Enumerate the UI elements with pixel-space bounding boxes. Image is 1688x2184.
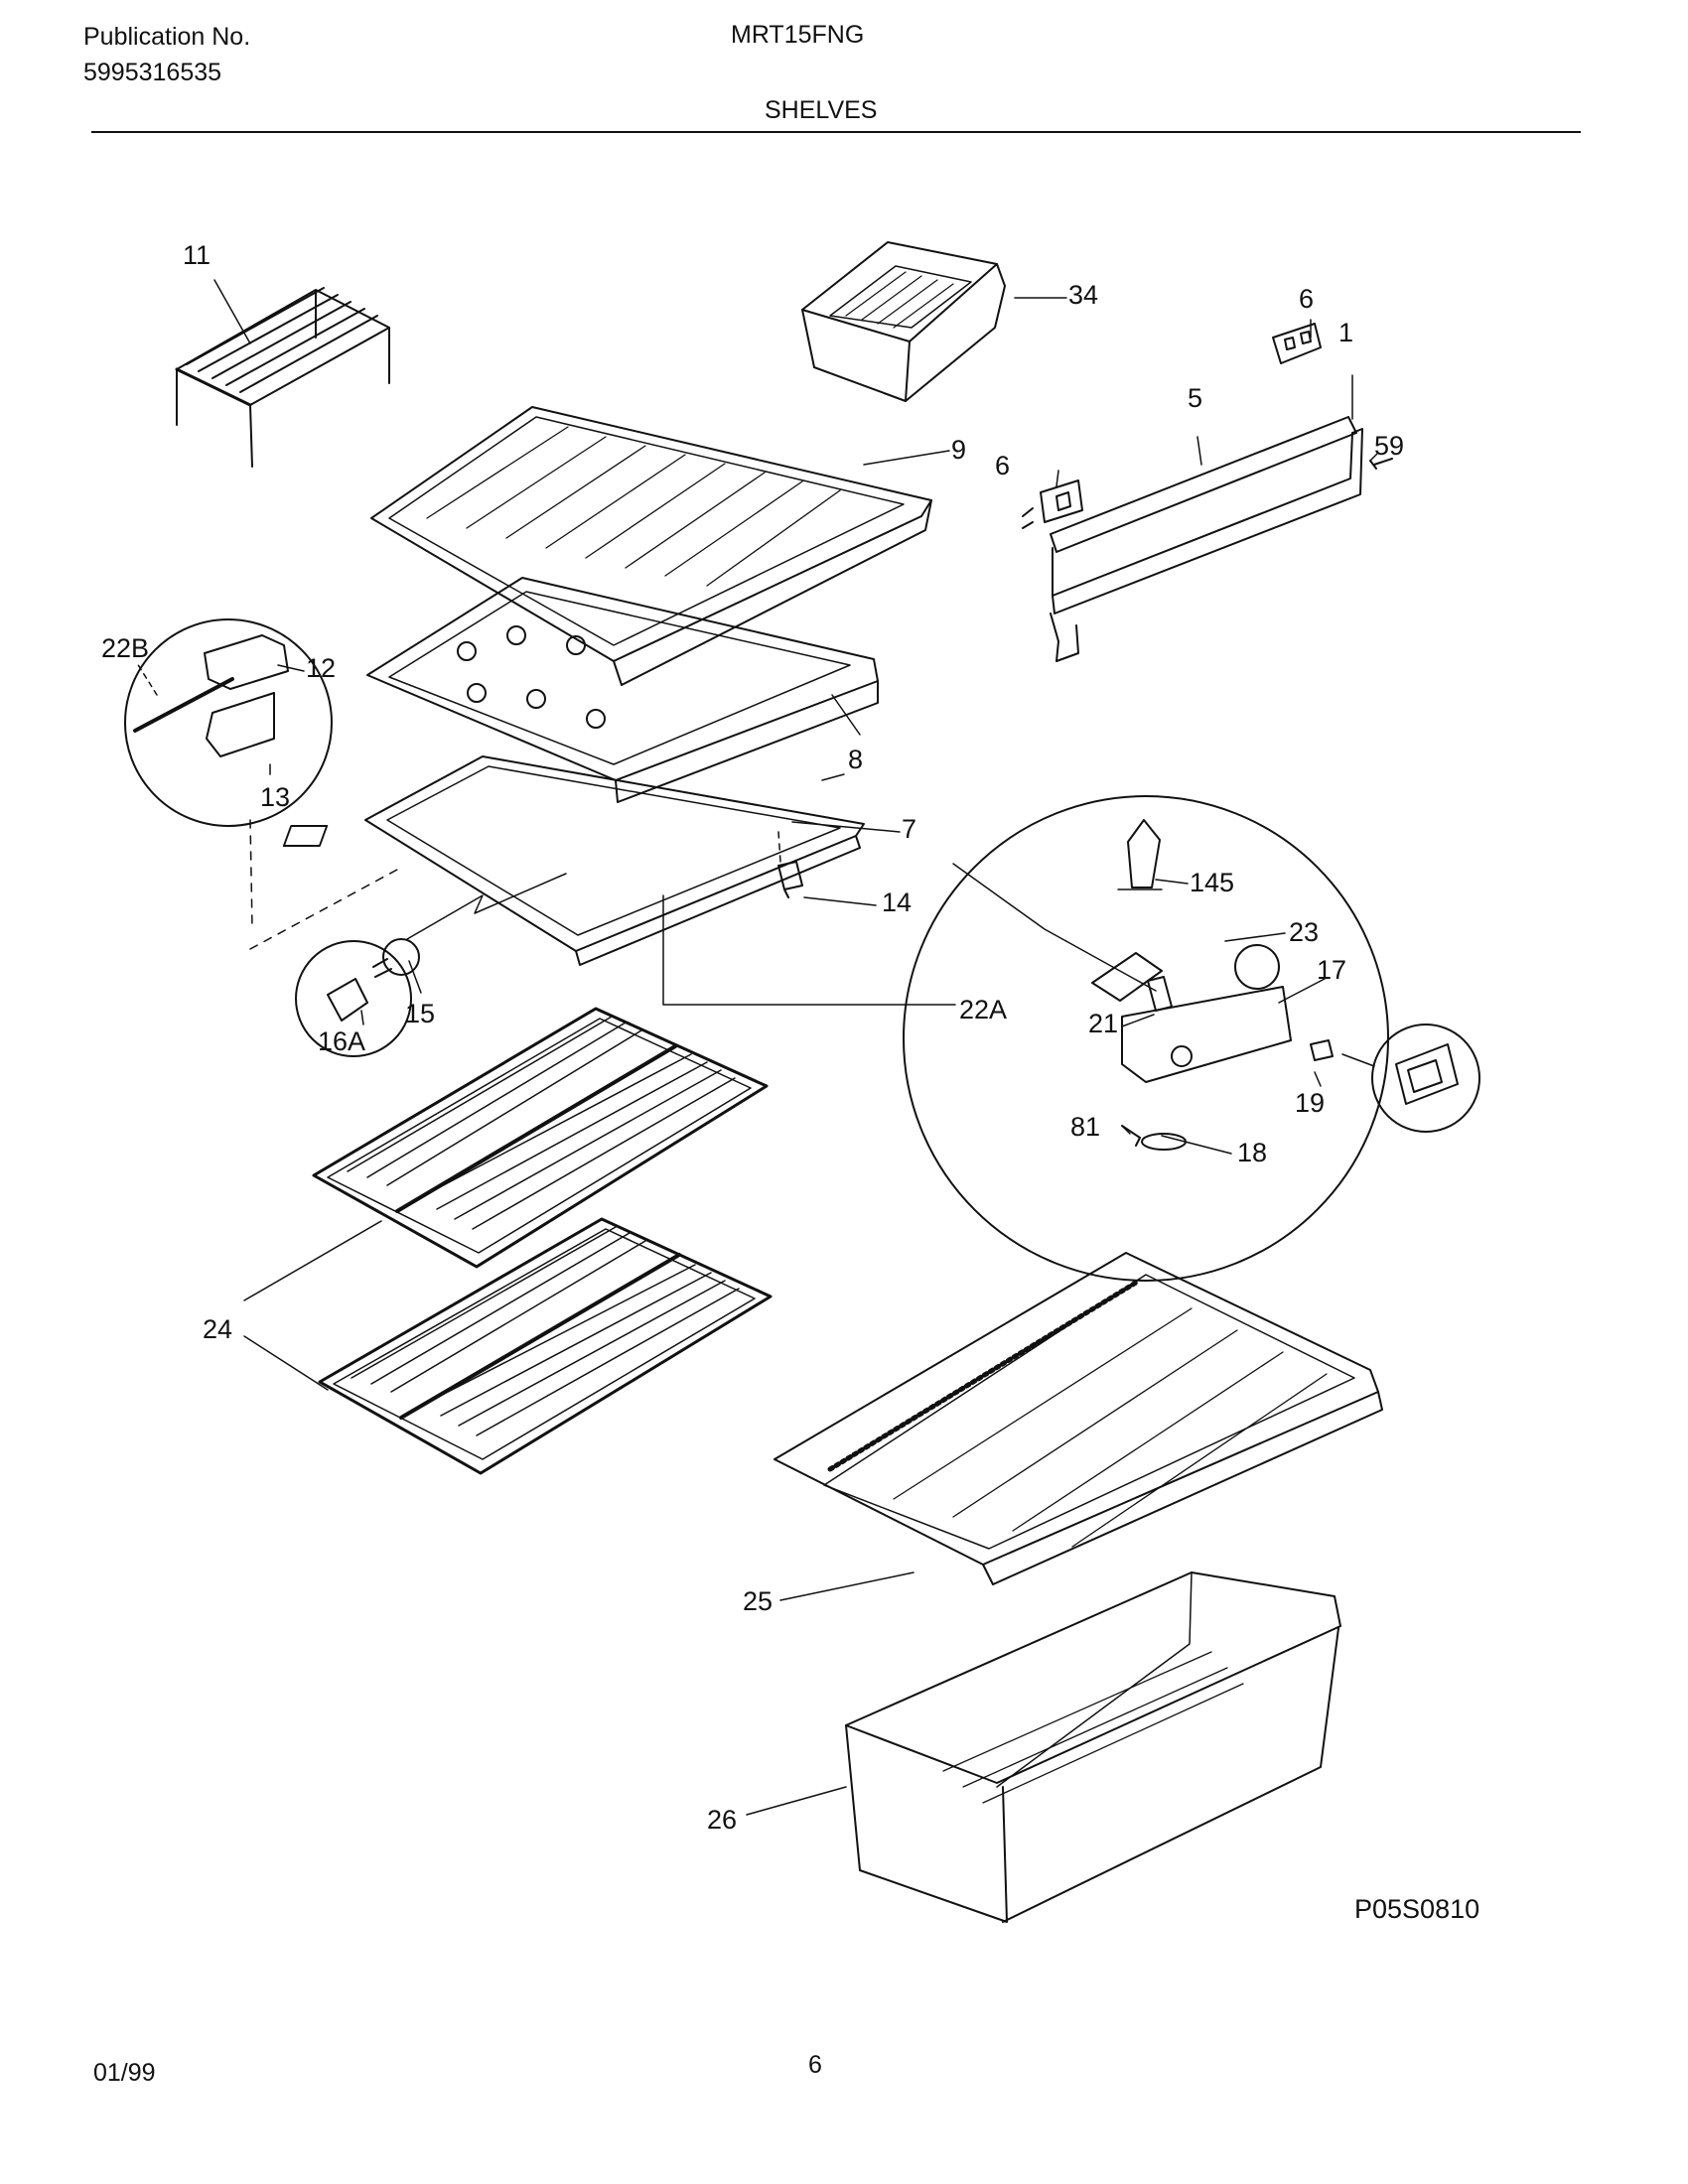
part-6-bracket-upper <box>1272 323 1322 364</box>
part-25-crisper-cover <box>774 1252 1383 1585</box>
callout-16a: 16A <box>318 1026 365 1056</box>
part-24-wire-shelf-lower <box>318 1217 773 1475</box>
callout-19: 19 <box>1295 1088 1325 1118</box>
header-rule <box>91 131 1581 133</box>
inset-19-switch <box>1341 1024 1480 1133</box>
callout-14: 14 <box>882 887 912 917</box>
part-5-rail <box>1050 416 1363 662</box>
inset-fan-assembly <box>903 795 1389 1282</box>
footer-date: 01/99 <box>93 2059 156 2087</box>
leader-lines <box>213 279 1379 1816</box>
part-26-crisper-drawer <box>845 1571 1341 1923</box>
part-9-shelf <box>370 406 932 686</box>
callout-23: 23 <box>1289 917 1319 947</box>
callout-1: 1 <box>1338 318 1353 347</box>
callout-25: 25 <box>743 1586 773 1616</box>
callout-17: 17 <box>1317 955 1346 985</box>
callout-34: 34 <box>1068 280 1098 310</box>
callout-22a: 22A <box>959 995 1007 1024</box>
callout-12: 12 <box>306 653 336 683</box>
callout-11: 11 <box>183 240 211 270</box>
callout-13: 13 <box>260 782 290 812</box>
page-number: 6 <box>808 2051 822 2079</box>
part-34-basket <box>801 241 1006 402</box>
callout-9: 9 <box>951 435 966 465</box>
callout-15: 15 <box>405 999 435 1028</box>
callout-59: 59 <box>1374 431 1404 461</box>
callout-5: 5 <box>1188 383 1202 413</box>
callout-7: 7 <box>902 814 916 844</box>
figure-code: P05S0810 <box>1354 1894 1480 1924</box>
callout-21: 21 <box>1088 1009 1118 1038</box>
callout-6-lower: 6 <box>995 451 1010 480</box>
part-7-panel <box>282 755 865 966</box>
callout-26: 26 <box>707 1805 737 1835</box>
part-59-screw <box>1369 458 1393 470</box>
callout-81: 81 <box>1070 1112 1100 1142</box>
callout-24: 24 <box>203 1314 232 1344</box>
callout-6-upper: 6 <box>1299 284 1314 314</box>
model-number: MRT15FNG <box>731 21 865 49</box>
callout-8: 8 <box>848 745 863 774</box>
inset-12-13 <box>124 618 333 827</box>
publication-label: Publication No. <box>83 23 251 51</box>
part-81-screw <box>1121 1125 1141 1147</box>
part-6-bracket-lower <box>1022 479 1083 529</box>
publication-number: 5995316535 <box>83 59 222 86</box>
part-8-frame <box>366 577 879 803</box>
part-14-switch <box>777 861 803 898</box>
callout-145: 145 <box>1190 868 1234 897</box>
section-title: SHELVES <box>765 96 878 124</box>
inset-15-16a <box>295 938 420 1057</box>
callout-18: 18 <box>1237 1138 1267 1167</box>
part-24-wire-shelf-upper <box>312 1007 769 1269</box>
part-11-wire-rack <box>175 287 390 468</box>
callout-22b: 22B <box>101 633 149 663</box>
